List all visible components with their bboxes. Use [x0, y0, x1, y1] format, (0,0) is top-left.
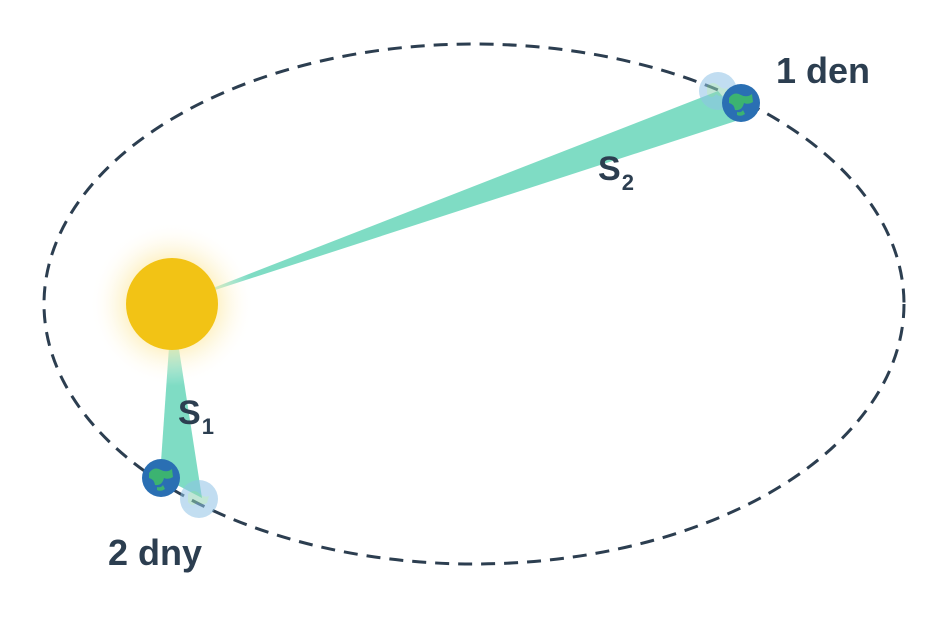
orbit-path	[42, 42, 906, 566]
area-label-s1: S1	[178, 394, 214, 438]
area-label-s1-subscript: 1	[201, 414, 214, 439]
planet-icon	[142, 459, 180, 497]
area-label-s1-letter: S	[178, 394, 201, 432]
time-label-2dny: 2 dny	[108, 532, 203, 573]
area-label-s2-subscript: 2	[621, 170, 634, 195]
area-label-s2: S2	[598, 150, 634, 194]
area-label-s2-letter: S	[598, 150, 621, 188]
time-label-1den: 1 den	[776, 50, 871, 91]
sun-icon	[90, 222, 254, 386]
ghost-planet-icon	[180, 480, 218, 518]
planet-icon	[722, 84, 760, 122]
sector-s2	[172, 91, 742, 304]
